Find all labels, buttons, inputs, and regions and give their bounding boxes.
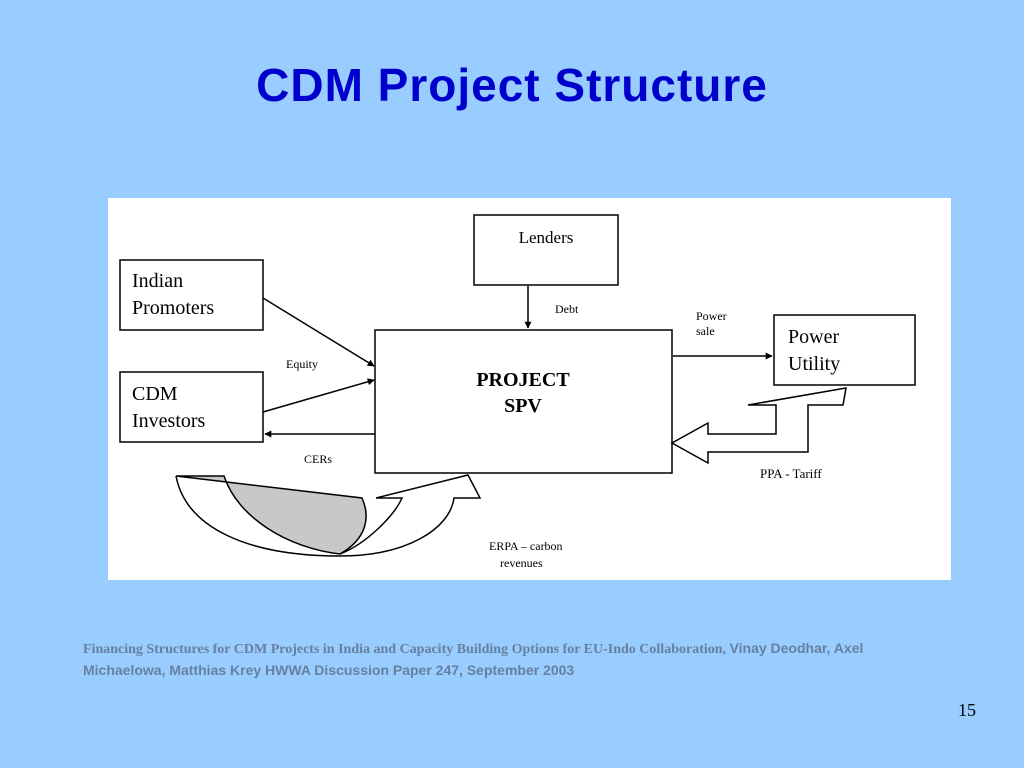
equity-arrow-investors: [262, 378, 375, 413]
cdm-investors-line-1: CDM: [132, 383, 178, 405]
erpa-line-1: ERPA – carbon: [489, 539, 563, 553]
power-utility-line-1: Power: [788, 326, 839, 348]
erpa-curved-arrow: [175, 474, 482, 557]
indian-promoters-line-1: Indian: [132, 270, 183, 292]
project-spv-line-1: PROJECT: [476, 369, 570, 391]
equity-arrow-promoters: [262, 297, 375, 367]
power-utility-box: Power Utility: [773, 314, 916, 386]
lenders-label: Lenders: [519, 228, 574, 247]
project-spv-box: PROJECT SPV: [374, 329, 673, 474]
citation: Financing Structures for CDM Projects in…: [83, 638, 933, 680]
lenders-box: Lenders: [473, 214, 619, 286]
cdm-investors-line-2: Investors: [132, 410, 206, 432]
diagram-panel: Lenders Indian Promoters CDM Investors P…: [108, 198, 951, 580]
cdm-investors-box: CDM Investors: [119, 371, 264, 443]
equity-label: Equity: [286, 357, 318, 371]
indian-promoters-line-2: Promoters: [132, 297, 214, 319]
indian-promoters-box: Indian Promoters: [119, 259, 264, 331]
erpa-line-2: revenues: [500, 556, 543, 570]
slide-title: CDM Project Structure: [256, 59, 768, 111]
ppa-tariff-block-arrow: [670, 387, 847, 465]
power-sale-line-2: sale: [696, 324, 715, 338]
power-utility-line-2: Utility: [788, 353, 840, 375]
project-spv-line-2: SPV: [504, 395, 542, 417]
power-sale-line-1: Power: [696, 309, 727, 323]
page-number: 15: [958, 700, 976, 720]
debt-label: Debt: [555, 302, 579, 316]
citation-title: Financing Structures for CDM Projects in…: [83, 642, 730, 657]
cers-label: CERs: [304, 452, 332, 466]
citation-authors: Vinay Deodhar, Axel Michaelowa, Matthias…: [83, 640, 864, 678]
ppa-tariff-label: PPA - Tariff: [760, 466, 822, 481]
